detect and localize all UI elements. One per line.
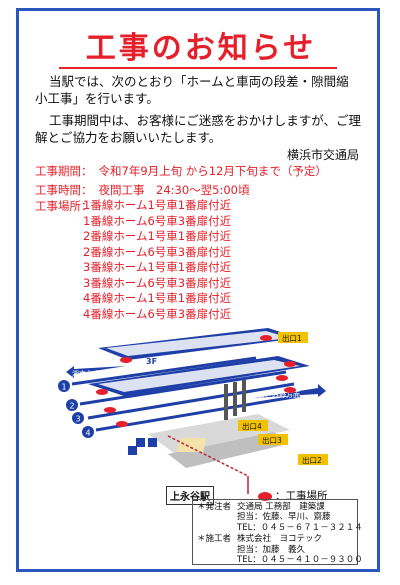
track-line-2 [79,370,287,406]
work-location-marker [276,375,288,381]
contractor-staff: 担当：加藤 義久 [237,544,306,555]
period-value: 令和7年9月上旬 から12月下旬まで（予定） [98,164,327,178]
title-underline [59,67,337,69]
stairs-icon [224,380,246,420]
exit-1-label: 出口1 [282,333,302,343]
contractor-label: ＊施工者 [197,534,232,545]
location-label: 工事場所： [35,199,93,213]
location-item: 4番線ホーム6号車3番扉付近 [83,306,232,321]
direction-arrow-left [66,366,126,378]
exit-sign-2 [298,454,328,465]
orderer-label: ＊発注者 [197,502,232,512]
exit-sign-4 [238,420,268,431]
work-location-marker [104,407,116,413]
period-label: 工事期間： [35,164,93,178]
station-name-box: 上永谷駅 [166,486,214,505]
track-line-3 [87,382,295,420]
schedule-time: 工事時間： 夜間工事 24:30～翌5:00頃 [35,182,249,198]
direction-left-label: 湘南台方面 [72,369,107,378]
legend-work-dot [258,491,272,501]
notice-frame: 工事のお知らせ 当駅では、次のとおり「ホームと車両の段差・隙間縮小工事」を行いま… [16,8,380,572]
notice-title: 工事のお知らせ [85,31,317,66]
time-label: 工事時間： [35,183,93,197]
direction-arrow-right [254,384,326,398]
work-location-marker [284,387,296,393]
exit-3-label: 出口3 [262,435,282,445]
time-value: 夜間工事 24:30～翌5:00頃 [98,183,250,197]
elevator-icon [128,446,137,455]
track-badge-4 [82,426,94,438]
work-location-marker [116,421,128,427]
location-item: 4番線ホーム1号車1番扉付近 [83,291,232,305]
schedule-period: 工事期間： 令和7年9月上旬 から12月下旬まで（予定） [35,163,327,179]
contractor-org: 株式会社 ヨコテック [237,534,323,545]
orderer-staff: 担当：佐藤、早川、齋藤 [237,512,331,523]
intro-text: 当駅では、次のとおり「ホームと車両の段差・隙間縮小工事」を行います。 工事期間中… [35,73,361,146]
contractor-tel: TEL：０４５－４１０－９３００ [237,555,363,566]
location-item: 1番線ホーム6号車3番扉付近 [83,213,232,228]
location-item: 1番線ホーム1号車1番扉付近 [83,198,232,212]
restroom-icon [148,438,157,447]
location-item: 2番線ホーム1号車1番扉付近 [83,229,232,243]
track-badge-2 [66,399,78,411]
exit-sign-3 [258,434,288,445]
issuer-signature: 横浜市交通局 [286,148,359,162]
orderer-org: 交通局 工務部 建築課 [237,502,325,512]
track-number-2: 2 [69,402,74,411]
exit-4-label: 出口4 [242,421,262,431]
track-badge-3 [72,412,84,424]
direction-right-label: あざみ野方面 [258,390,300,399]
track-number-3: 3 [75,415,80,424]
station-map: 1 2 3 4 湘南台方面 あざみ野方面 3F 2F 出口1 出口4 出口3 出… [58,328,328,494]
location-item: 2番線ホーム6号車3番扉付近 [83,244,232,259]
work-location-marker [260,335,272,341]
intro-paragraph-2: 工事期間中は、お客様にご迷惑をおかけしますが、ご理解とご協力をお願いいたします。 [35,113,362,145]
contact-box: ＊発注者交通局 工務部 建築課 担当：佐藤、早川、齋藤 TEL：０４５－６７１－… [192,499,363,565]
work-location-marker [120,357,132,363]
track-number-4: 4 [85,429,90,438]
track-number-1: 1 [61,383,66,392]
track-badge-1 [58,380,70,392]
exit-sign-1 [278,332,308,343]
schedule-location: 工事場所： [35,198,93,214]
track-line-1 [71,356,257,386]
exit-2-label: 出口2 [302,455,322,465]
gate-area [177,438,207,452]
orderer-tel: TEL：０４５－６７１－３２１４ [237,522,363,533]
work-location-marker [284,361,296,367]
location-item: 3番線ホーム1号車1番扉付近 [83,260,232,274]
location-item: 3番線ホーム6号車3番扉付近 [83,275,232,290]
wheelchair-icon [136,438,145,447]
location-list: 1番線ホーム1号車1番扉付近 1番線ホーム6号車3番扉付近 2番線ホーム1号車1… [83,198,231,322]
track-line-4 [95,394,301,432]
work-location-marker [96,389,108,395]
floor-label-3f: 3F [146,357,157,366]
intro-paragraph-1: 当駅では、次のとおり「ホームと車両の段差・隙間縮小工事」を行います。 [35,74,349,106]
